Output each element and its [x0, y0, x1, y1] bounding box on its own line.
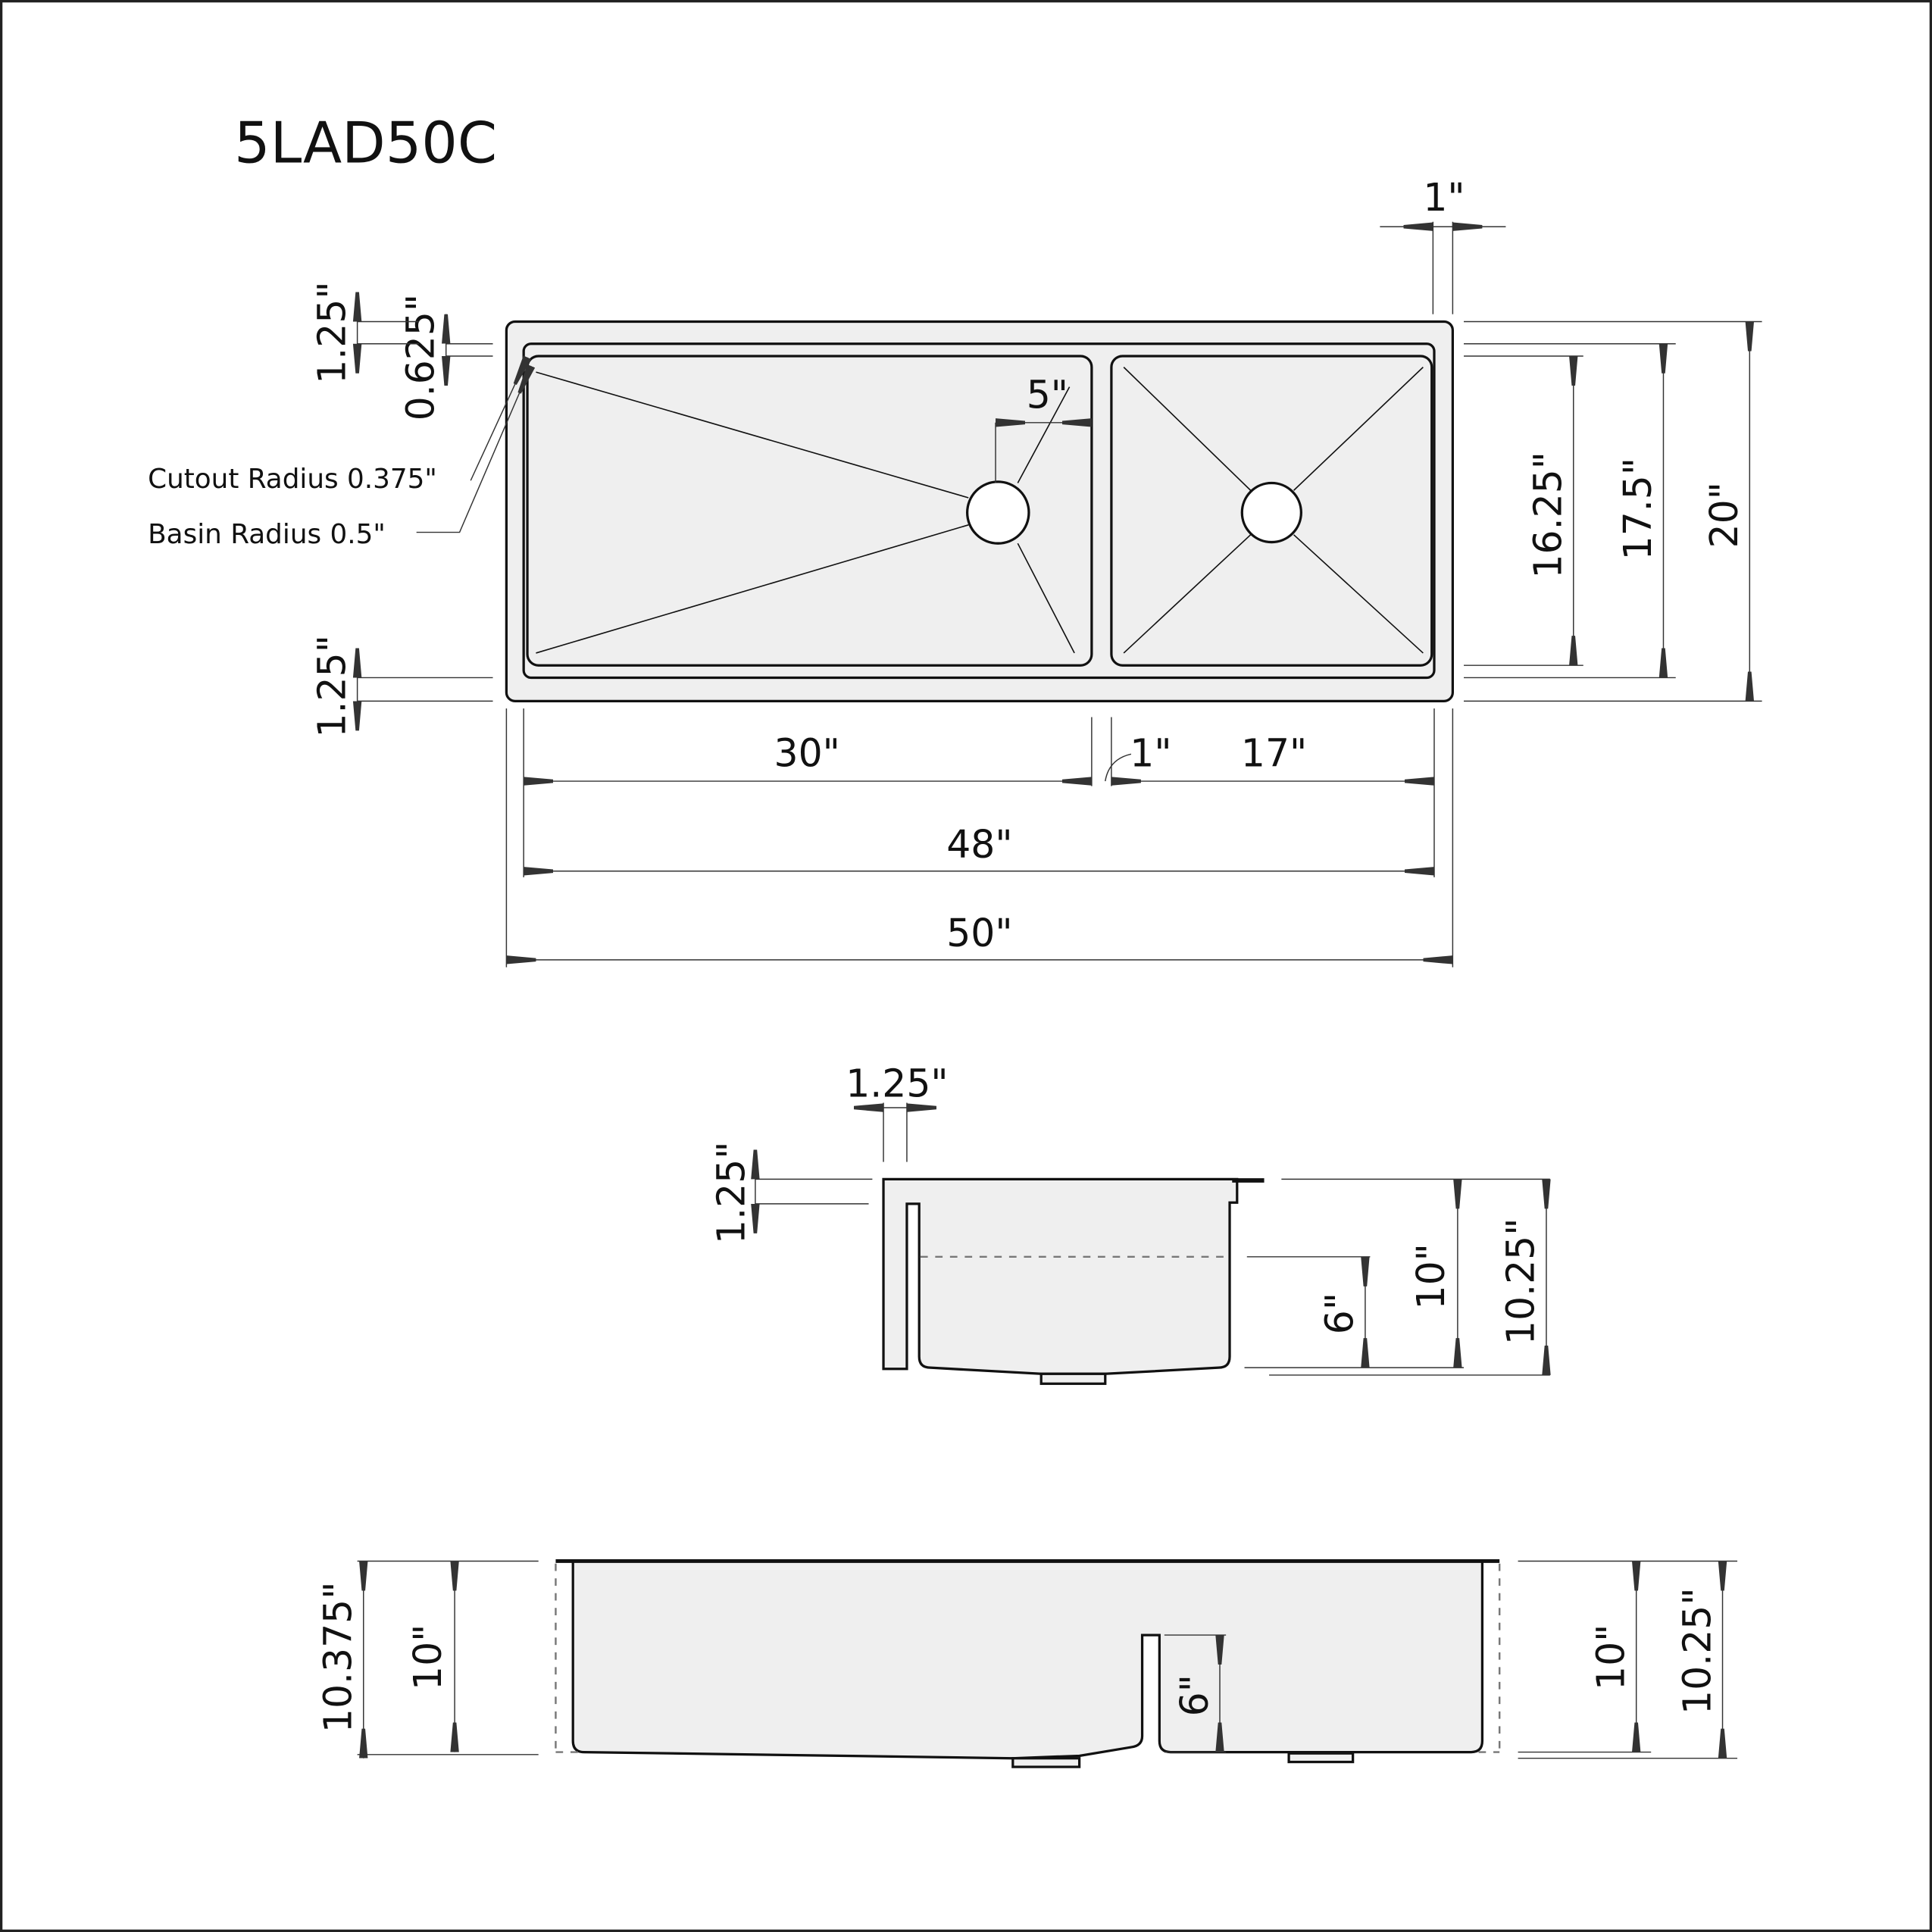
apron-thickness-label: 1.25" [846, 1061, 948, 1105]
front-view: 10.375" 10" 6" 10" 10.25" [315, 1559, 1719, 1768]
right-basin-width-label: 17" [1241, 731, 1307, 776]
overall-depth-label: 20" [1702, 482, 1746, 548]
bottom-rim-label: 1.25" [309, 635, 354, 737]
front-left-basin-height-label: 10" [405, 1624, 450, 1690]
front-right-basin-height-label: 10" [1588, 1624, 1633, 1690]
cutout-offset-label: 0.625" [398, 294, 442, 421]
divider-width-label: 1" [1130, 731, 1171, 776]
side-basin-height-label: 10" [1408, 1243, 1453, 1309]
side-rim-height-label: 1.25" [708, 1142, 753, 1244]
side-drain [1039, 1372, 1107, 1385]
basin-radius-leader [416, 364, 536, 533]
side-profile [882, 1177, 1239, 1375]
front-right-overall-height-label: 10.25" [1674, 1587, 1719, 1715]
right-basin-slope-lines [1123, 367, 1424, 654]
top-view: Cutout Radius 0.375" Basin Radius 0.5" 1… [148, 175, 1746, 955]
drain-offset-label: 5" [1027, 372, 1068, 417]
side-view: 1.25" 1.25" 6" 10" 10.25" [708, 1061, 1543, 1385]
left-basin [526, 355, 1093, 667]
front-profile [571, 1559, 1484, 1760]
right-drain [1287, 1752, 1355, 1764]
front-left-overall-height-label: 10.375" [315, 1582, 360, 1733]
divider-leader [1105, 753, 1132, 782]
basin-depth-label: 16.25" [1525, 452, 1570, 579]
side-divider-height-label: 6" [1318, 1293, 1362, 1334]
top-rim-label: 1.25" [309, 281, 354, 383]
left-basin-slope-lines [536, 371, 1075, 654]
overall-width-label: 50" [946, 911, 1012, 955]
left-basin-width-label: 30" [774, 731, 840, 776]
flange-width-label: 1" [1423, 175, 1465, 220]
left-drain-icon [966, 480, 1030, 545]
dimension-lines [352, 221, 1762, 1759]
side-overall-height-label: 10.25" [1499, 1218, 1543, 1346]
cutout-width-label: 48" [946, 822, 1012, 867]
left-drain [1011, 1757, 1081, 1768]
basin-radius-label: Basin Radius 0.5" [148, 519, 386, 550]
model-title: 5LAD50C [234, 111, 497, 177]
cutout-radius-label: Cutout Radius 0.375" [148, 464, 437, 495]
right-drain-icon [1240, 481, 1302, 544]
front-divider-height-label: 6" [1172, 1674, 1217, 1716]
cutout-depth-label: 17.5" [1615, 458, 1660, 560]
